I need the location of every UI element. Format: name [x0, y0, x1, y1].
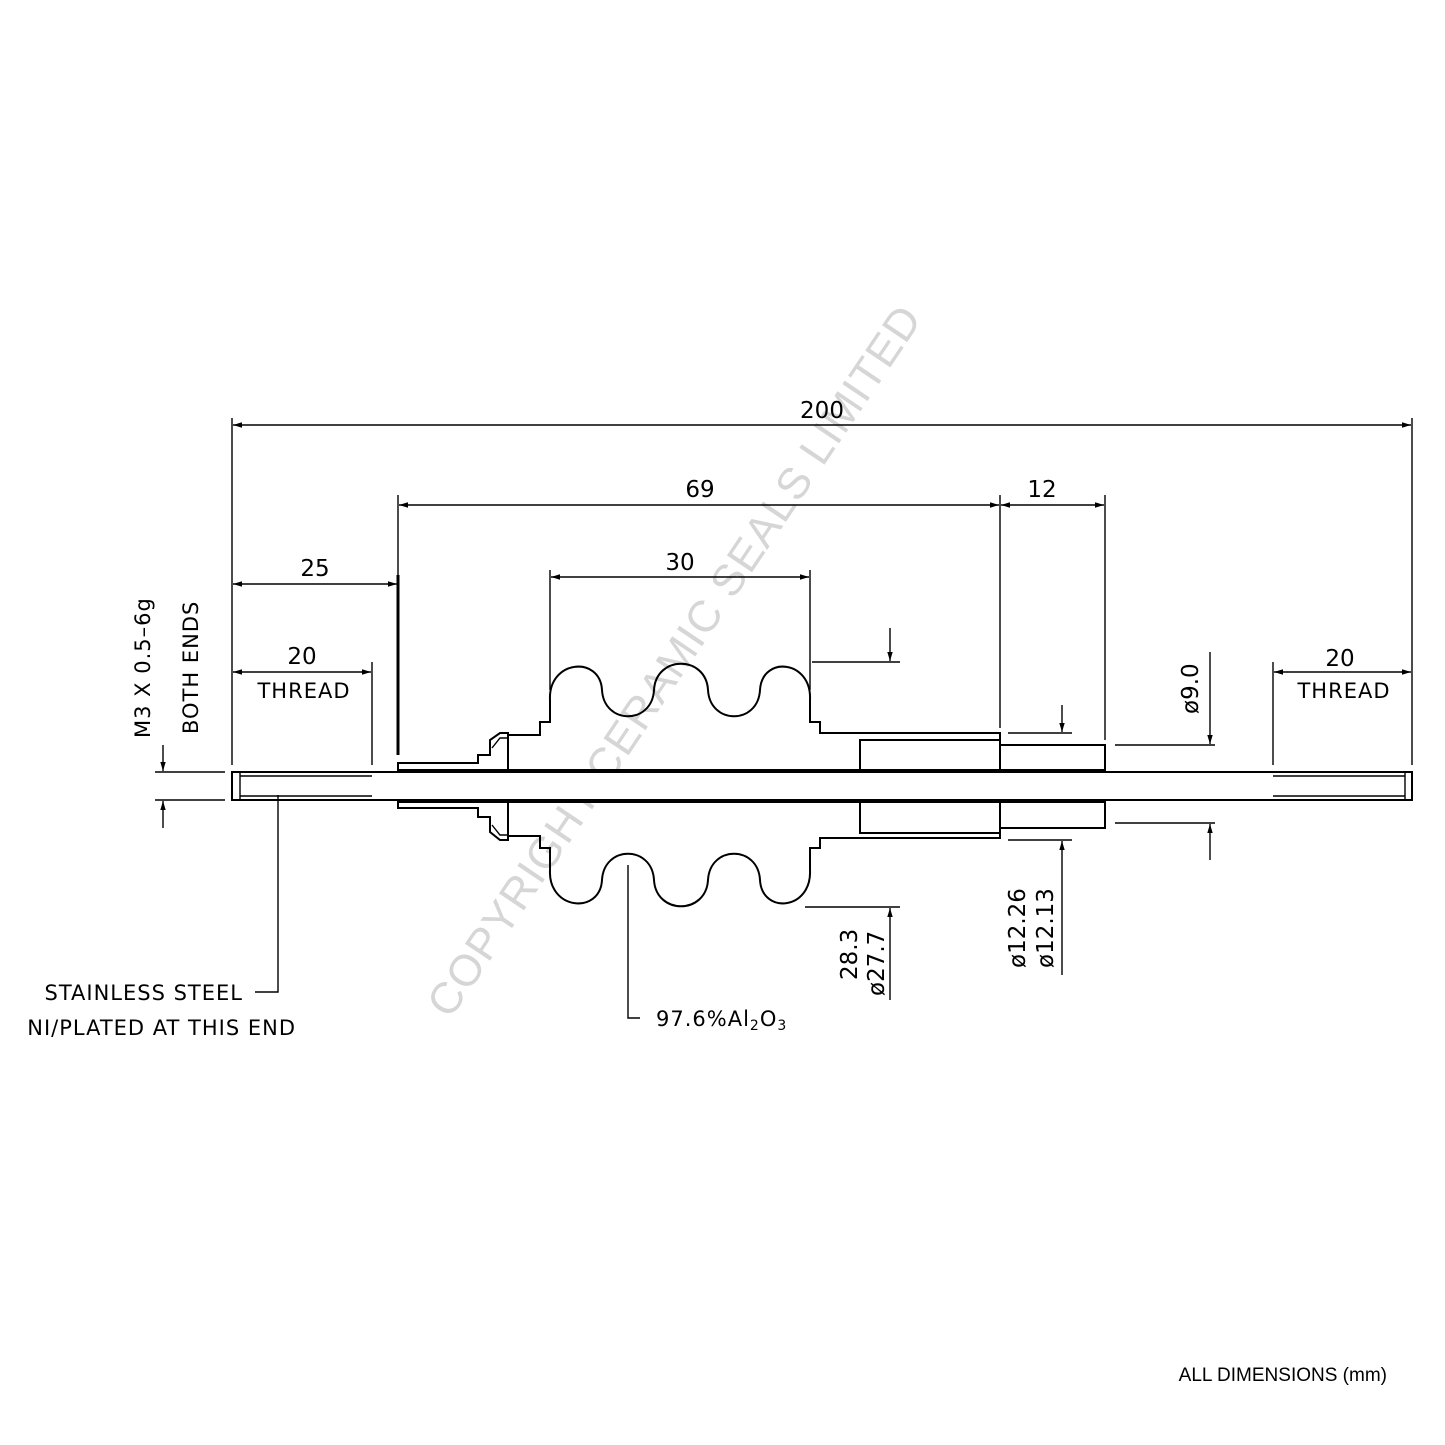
material-prefix: 97.6%Al [656, 1007, 750, 1031]
dim-tube-diameter: ø9.0 [1178, 663, 1204, 714]
dim-left-thread-label: THREAD [256, 679, 350, 703]
dim-shed-dia-min: ø27.7 [864, 931, 890, 996]
dim-overall-length: 200 [800, 398, 844, 424]
dim-shed-span: 30 [665, 550, 694, 576]
end-cap-upper [397, 732, 509, 771]
conductor-rod [231, 771, 1413, 801]
dimension-lines [160, 422, 1411, 1019]
dim-bore-dia-min: ø12.13 [1033, 888, 1059, 968]
right-thread [1273, 772, 1406, 800]
dim-insulator-span: 69 [685, 477, 714, 503]
dim-right-thread-length: 20 [1325, 646, 1354, 672]
thread-spec: M3 X 0.5–6g [131, 597, 155, 738]
material-sub2: 3 [777, 1018, 787, 1034]
insulator-upper-half [507, 662, 1001, 771]
insulator-lower-half [507, 801, 1001, 908]
end-cap-weld [491, 737, 508, 836]
end-cap-lower [397, 801, 509, 841]
tube-sleeve-upper [859, 739, 1106, 771]
copyright-watermark: COPYRIGHT CERAMIC SEALS LIMITED [418, 296, 932, 1025]
dim-left-offset: 25 [300, 556, 329, 582]
footer-note: ALL DIMENSIONS (mm) [1179, 1365, 1387, 1386]
dim-tube-extension: 12 [1027, 477, 1056, 503]
conductor-callout-line1: STAINLESS STEEL [45, 981, 244, 1005]
dim-shed-dia-max: 28.3 [837, 929, 863, 980]
insulator-material: 97.6%Al2O3 [656, 1007, 787, 1034]
dim-right-thread-label: THREAD [1296, 679, 1390, 703]
dim-left-thread-length: 20 [287, 644, 316, 670]
dim-bore-dia-max: ø12.26 [1005, 888, 1031, 968]
material-sub1: 2 [750, 1018, 760, 1034]
material-mid: O [760, 1007, 778, 1031]
left-thread [239, 772, 372, 800]
conductor-callout-line2: NI/PLATED AT THIS END [27, 1016, 296, 1040]
tube-sleeve-lower [859, 801, 1106, 834]
thread-note: BOTH ENDS [179, 601, 203, 734]
